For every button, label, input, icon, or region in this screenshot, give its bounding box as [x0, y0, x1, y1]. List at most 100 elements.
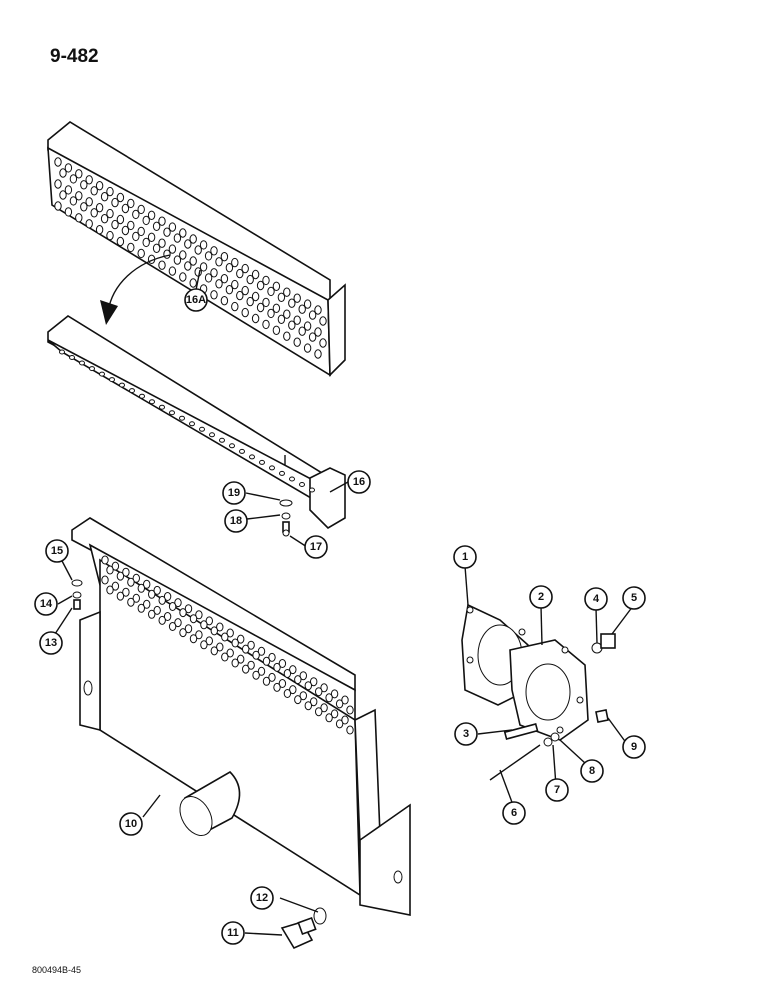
svg-text:8: 8: [589, 765, 595, 777]
perforation-hole: [64, 185, 73, 195]
perforation-hole: [262, 676, 271, 686]
svg-text:17: 17: [310, 541, 322, 553]
perforation-hole: [216, 642, 224, 652]
perforation-hole: [101, 575, 109, 585]
svg-text:7: 7: [554, 784, 560, 796]
perforation-hole: [173, 233, 182, 243]
perforation-hole: [59, 168, 67, 178]
perforation-hole: [111, 561, 120, 571]
perforation-hole: [262, 319, 270, 330]
perforation-hole: [256, 302, 265, 313]
callout-10: 10: [119, 812, 143, 836]
svg-text:16: 16: [353, 476, 365, 488]
perforation-hole: [159, 404, 165, 410]
hardware-13-15: [71, 579, 83, 610]
perforation-hole: [158, 238, 166, 248]
perforation-hole: [278, 679, 287, 688]
perforation-hole: [314, 327, 322, 337]
perforation-hole: [231, 257, 239, 268]
perforation-hole: [325, 713, 333, 723]
perforation-hole: [289, 665, 297, 675]
callout-16: 16: [347, 470, 371, 494]
perforation-hole: [268, 672, 276, 682]
callout-2: 2: [529, 585, 553, 609]
callout-5: 5: [622, 586, 646, 610]
perforation-hole: [153, 585, 161, 595]
perforation-hole: [205, 616, 214, 626]
perforation-hole: [75, 213, 83, 223]
perforation-hole: [279, 470, 285, 476]
perforation-hole: [199, 240, 208, 250]
perforation-hole: [283, 331, 291, 341]
perforation-hole: [221, 632, 229, 642]
perforation-hole: [277, 292, 286, 302]
perforation-hole: [179, 415, 185, 421]
perforation-hole: [148, 589, 156, 599]
svg-text:1: 1: [462, 551, 468, 563]
perforation-hole: [308, 310, 317, 320]
perforation-hole: [54, 157, 62, 167]
perforation-hole: [315, 687, 323, 697]
perforation-hole: [143, 599, 151, 609]
perforation-hole: [199, 426, 205, 432]
perforation-hole: [116, 236, 125, 247]
perforation-hole: [303, 321, 312, 331]
perforation-hole: [226, 628, 234, 638]
perforation-hole: [189, 634, 198, 644]
perforation-hole: [341, 715, 349, 725]
perforation-hole: [127, 577, 135, 587]
perforation-hole: [277, 314, 286, 324]
leader-lines: [54, 269, 634, 936]
svg-text:19: 19: [228, 487, 240, 499]
perforation-hole: [221, 652, 229, 662]
svg-text:13: 13: [45, 637, 57, 649]
perforation-hole: [101, 555, 109, 565]
perforation-hole: [75, 191, 83, 201]
callout-15: 15: [45, 539, 69, 563]
perforation-hole: [315, 707, 323, 717]
perforation-hole: [152, 221, 161, 232]
perforation-hole: [158, 216, 166, 226]
svg-text:6: 6: [511, 807, 517, 819]
perforation-hole: [272, 325, 281, 335]
perforation-hole: [303, 343, 312, 353]
perforation-hole: [100, 214, 109, 224]
perforation-hole: [209, 432, 215, 438]
perforation-hole: [288, 320, 296, 330]
perforation-hole: [283, 689, 292, 698]
perforation-hole: [273, 662, 281, 672]
perforation-hole: [143, 579, 151, 589]
perforation-hole: [267, 286, 275, 297]
page-number: 9-482: [50, 46, 99, 67]
perforation-hole: [251, 269, 260, 280]
svg-text:18: 18: [230, 515, 242, 527]
perforation-hole: [241, 285, 249, 296]
perforation-hole: [268, 652, 276, 662]
perforation-hole: [205, 636, 214, 646]
perforation-hole: [54, 201, 62, 211]
perforation-hole: [75, 169, 83, 179]
perforation-hole: [106, 585, 114, 595]
perforation-hole: [304, 681, 312, 691]
perforation-hole: [242, 644, 250, 654]
perforation-hole: [320, 703, 328, 713]
perforation-hole: [289, 685, 297, 695]
perforation-hole: [116, 591, 125, 601]
perforation-hole: [158, 595, 166, 605]
perforation-hole: [225, 263, 234, 273]
perforation-hole: [237, 634, 245, 644]
perforation-hole: [59, 349, 65, 355]
perforation-hole: [158, 260, 166, 270]
perforation-hole: [80, 202, 88, 212]
perforation-hole: [99, 371, 105, 377]
perforation-hole: [142, 215, 150, 226]
perforation-hole: [116, 192, 125, 203]
svg-text:5: 5: [631, 592, 637, 604]
callout-9: 9: [622, 735, 646, 759]
perforation-hole: [330, 689, 339, 699]
perforation-hole: [220, 274, 229, 284]
perforation-hole: [129, 388, 135, 394]
callout-16a: 16A: [184, 288, 208, 312]
perforation-hole: [189, 234, 197, 244]
